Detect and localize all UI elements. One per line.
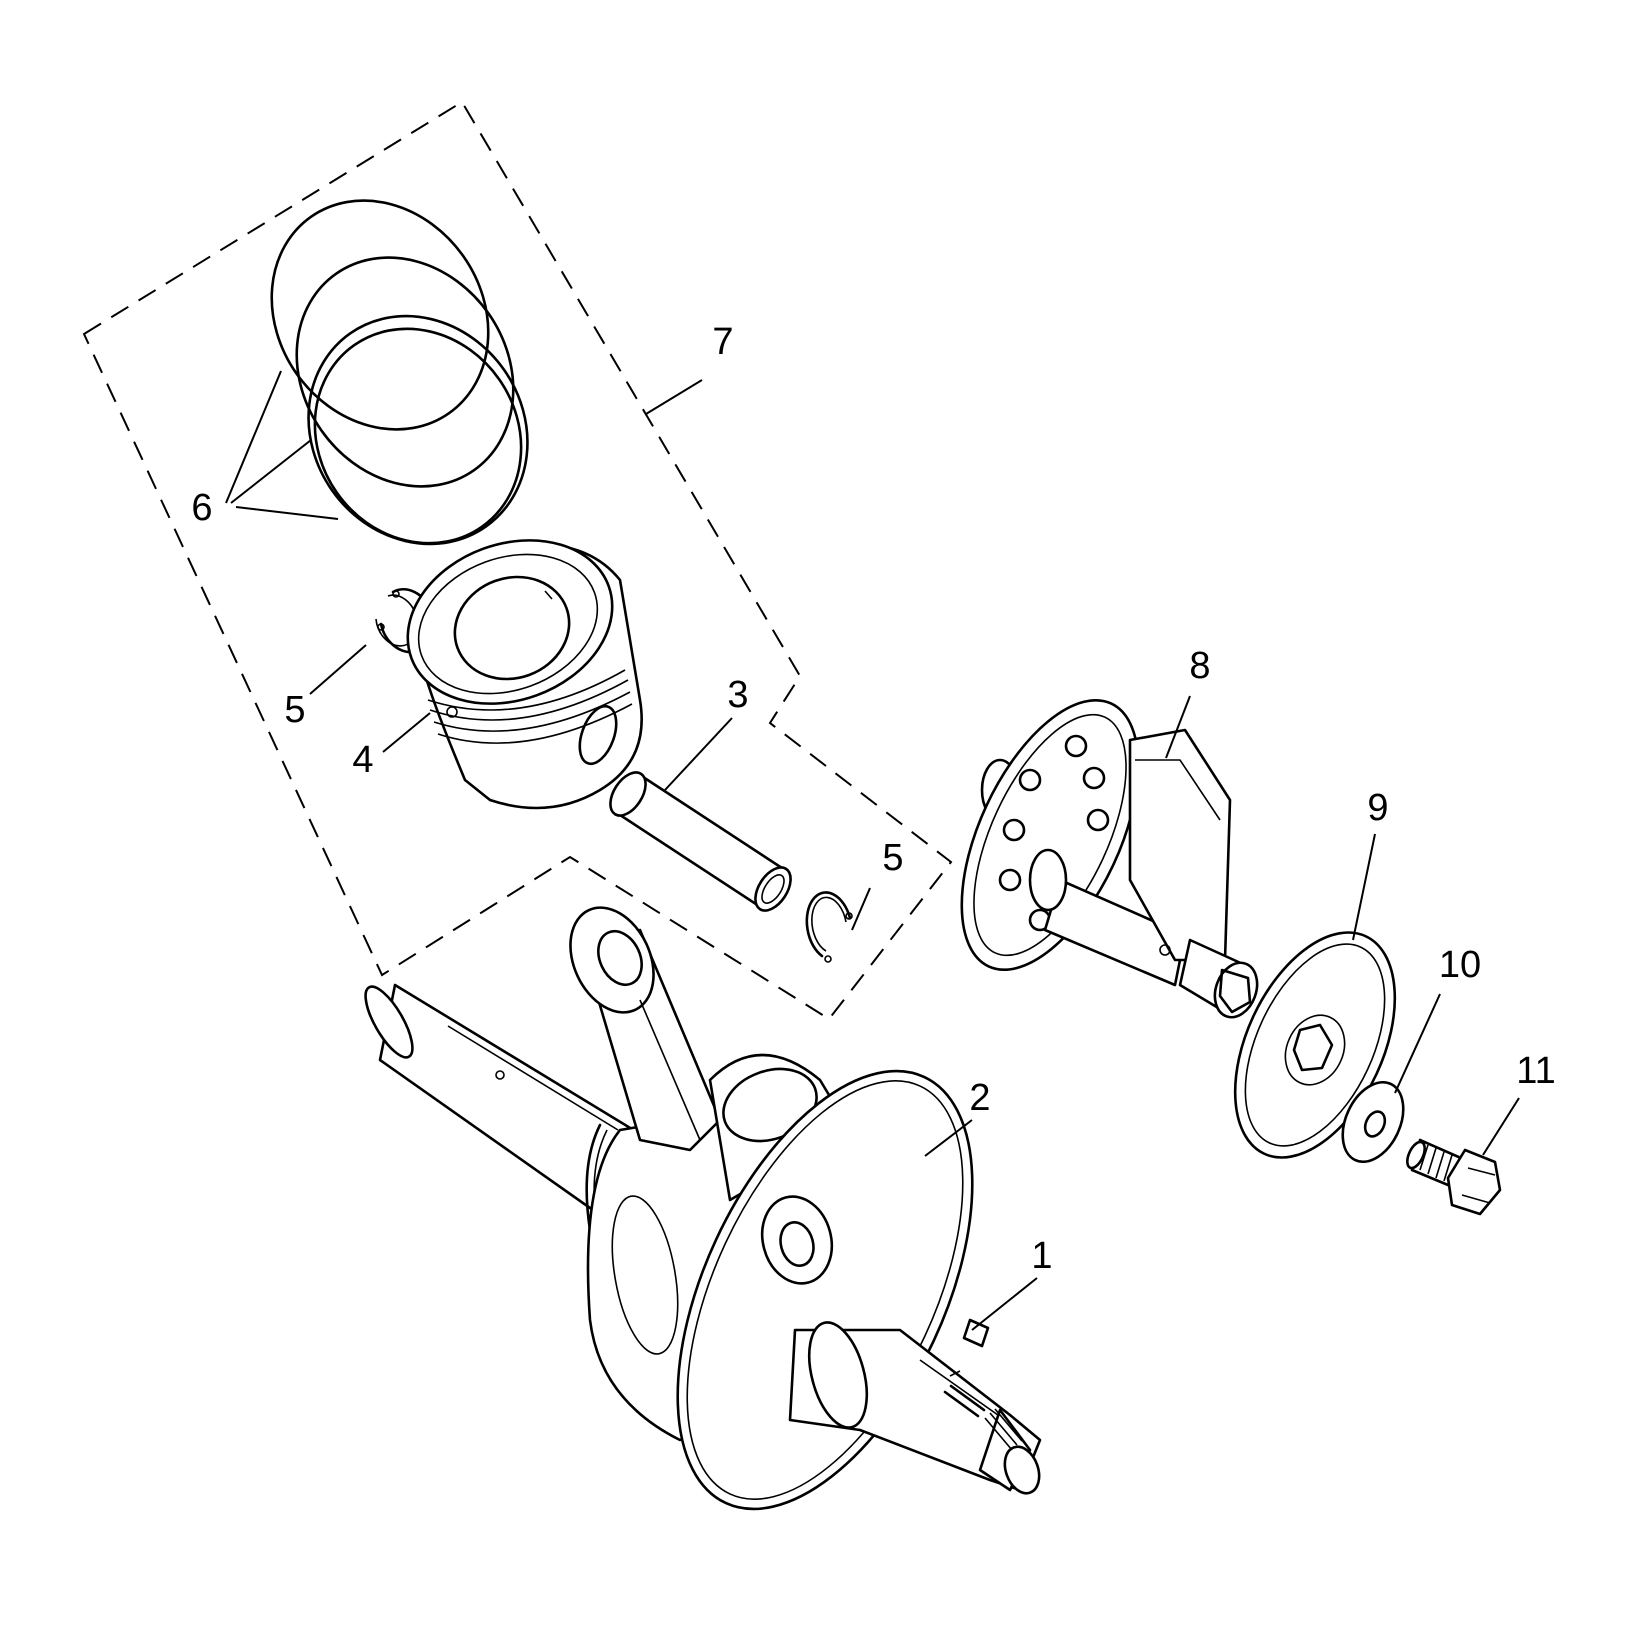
callout-4: 4 — [352, 739, 373, 781]
woodruff-key — [962, 1318, 990, 1348]
piston-pin — [609, 771, 792, 912]
callout-11: 11 — [1516, 1050, 1555, 1092]
bolt — [1406, 1138, 1502, 1216]
callout-10: 10 — [1439, 944, 1481, 986]
callout-9: 9 — [1367, 787, 1388, 829]
balancer-shaft — [960, 698, 1259, 1019]
crankshaft — [364, 906, 1042, 1511]
piston — [406, 539, 643, 810]
leader-lines — [225, 370, 1520, 1331]
washer — [1341, 1080, 1405, 1164]
callout-8: 8 — [1189, 645, 1210, 687]
callout-5-left: 5 — [284, 689, 305, 731]
callout-labels: 1 2 3 4 5 5 6 7 8 9 10 11 — [191, 321, 1555, 1277]
piston-assembly-boundary — [82, 100, 953, 1021]
piston-rings — [270, 199, 529, 546]
callout-7: 7 — [712, 321, 733, 363]
circlip-right — [805, 891, 853, 963]
callout-6: 6 — [191, 487, 212, 529]
callout-5-right: 5 — [882, 837, 903, 879]
callout-2: 2 — [969, 1077, 990, 1119]
callout-1: 1 — [1031, 1235, 1052, 1277]
callout-3: 3 — [727, 674, 748, 716]
